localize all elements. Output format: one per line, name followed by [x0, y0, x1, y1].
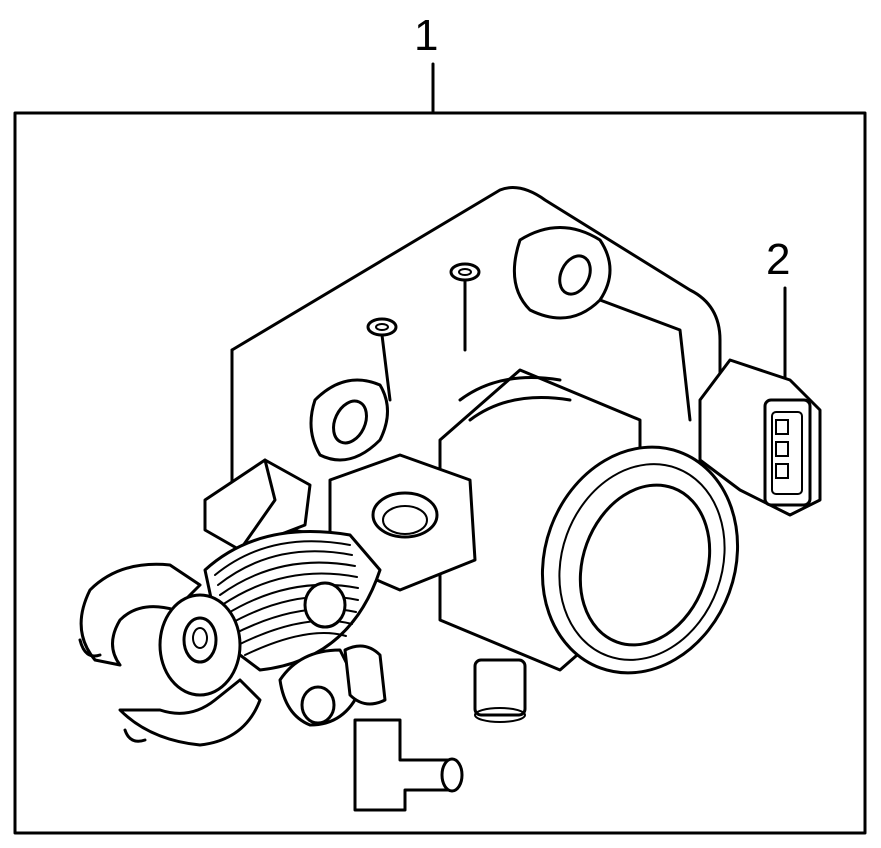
- coolant-pipe: [353, 658, 527, 812]
- return-spring: [203, 530, 382, 672]
- sensor-connector: [698, 358, 822, 517]
- diagram-frame: [13, 111, 867, 835]
- cable-bracket: [203, 458, 312, 552]
- idle-adjust-arm: [278, 581, 387, 727]
- intake-bore: [438, 368, 740, 675]
- callout-number-2: 2: [766, 235, 791, 284]
- callout-number-1: 1: [414, 11, 439, 60]
- throttle-pulley: [78, 562, 262, 747]
